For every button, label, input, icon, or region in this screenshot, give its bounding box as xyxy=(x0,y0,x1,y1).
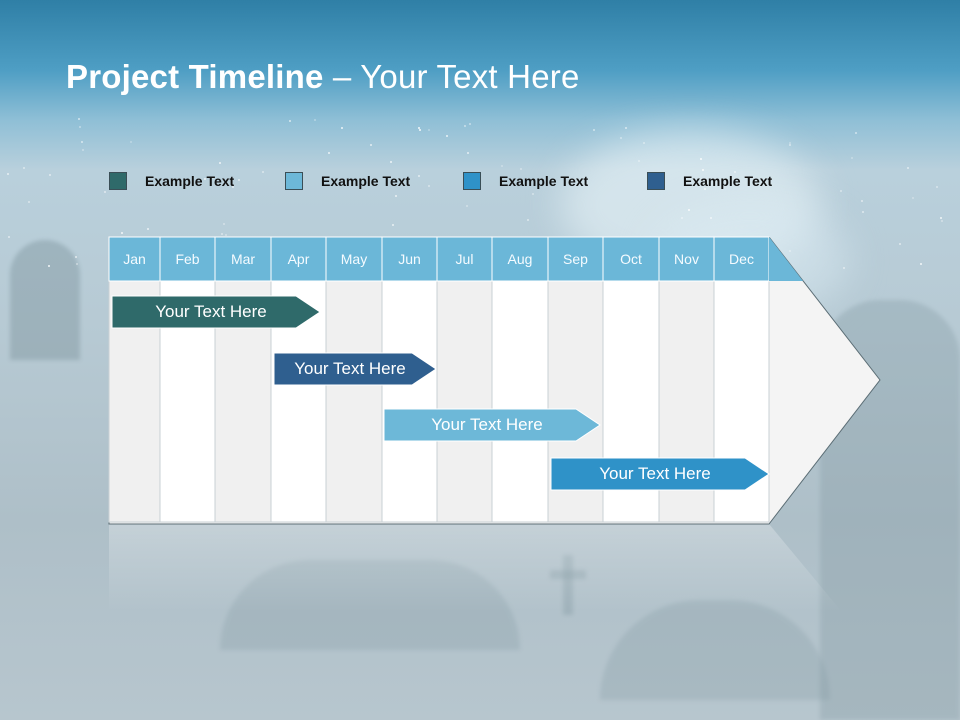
month-label: Oct xyxy=(620,251,642,267)
title-rest: – Your Text Here xyxy=(323,58,580,95)
task-bar-label: Your Text Here xyxy=(294,359,406,378)
legend-swatch xyxy=(647,172,665,190)
task-bar-2[interactable] xyxy=(273,352,437,386)
legend-label: Example Text xyxy=(321,173,411,189)
month-header-oct xyxy=(602,236,660,282)
month-label: Jun xyxy=(398,251,421,267)
task-bar-4[interactable] xyxy=(550,457,770,491)
legend-label: Example Text xyxy=(145,173,235,189)
month-label: Jul xyxy=(455,251,474,267)
month-column-may xyxy=(325,280,383,523)
month-header-apr xyxy=(270,236,327,282)
month-label: May xyxy=(340,251,368,267)
month-header-jan xyxy=(108,236,161,282)
legend-label: Example Text xyxy=(683,173,773,189)
month-label: Nov xyxy=(674,251,699,267)
month-header-mar xyxy=(214,236,272,282)
month-header-sep xyxy=(547,236,604,282)
title-bold: Project Timeline xyxy=(66,58,324,95)
task-bar-label: Your Text Here xyxy=(155,302,267,321)
legend-swatch xyxy=(109,172,127,190)
month-label: Apr xyxy=(287,251,310,267)
page-title: Project Timeline – Your Text Here xyxy=(66,58,580,96)
legend-swatch xyxy=(463,172,481,190)
legend-item-3: Example Text xyxy=(463,171,588,191)
month-header-aug xyxy=(491,236,549,282)
task-bar-label: Your Text Here xyxy=(431,415,543,434)
legend-swatch xyxy=(285,172,303,190)
task-bar-3[interactable] xyxy=(383,408,601,442)
month-column-jun xyxy=(381,280,438,523)
legend-item-1: Example Text xyxy=(109,171,234,191)
month-header-nov xyxy=(658,236,715,282)
timeline-reflection xyxy=(109,524,842,612)
month-column-jul xyxy=(436,280,493,523)
month-label: Mar xyxy=(230,251,256,267)
month-header-feb xyxy=(159,236,216,282)
month-column-aug xyxy=(491,280,549,523)
legend-label: Example Text xyxy=(499,173,589,189)
month-label: Dec xyxy=(729,251,754,267)
month-header-dec xyxy=(713,236,770,282)
month-label: Jan xyxy=(123,251,146,267)
task-bar-label: Your Text Here xyxy=(599,464,711,483)
month-label: Feb xyxy=(175,251,200,267)
header-arrow-tip xyxy=(769,237,803,281)
month-header-jun xyxy=(381,236,438,282)
month-header-jul xyxy=(436,236,493,282)
month-label: Aug xyxy=(507,251,533,267)
legend-item-4: Example Text xyxy=(647,171,772,191)
month-label: Sep xyxy=(563,251,588,267)
legend-item-2: Example Text xyxy=(285,171,410,191)
task-bar-1[interactable] xyxy=(111,295,321,329)
